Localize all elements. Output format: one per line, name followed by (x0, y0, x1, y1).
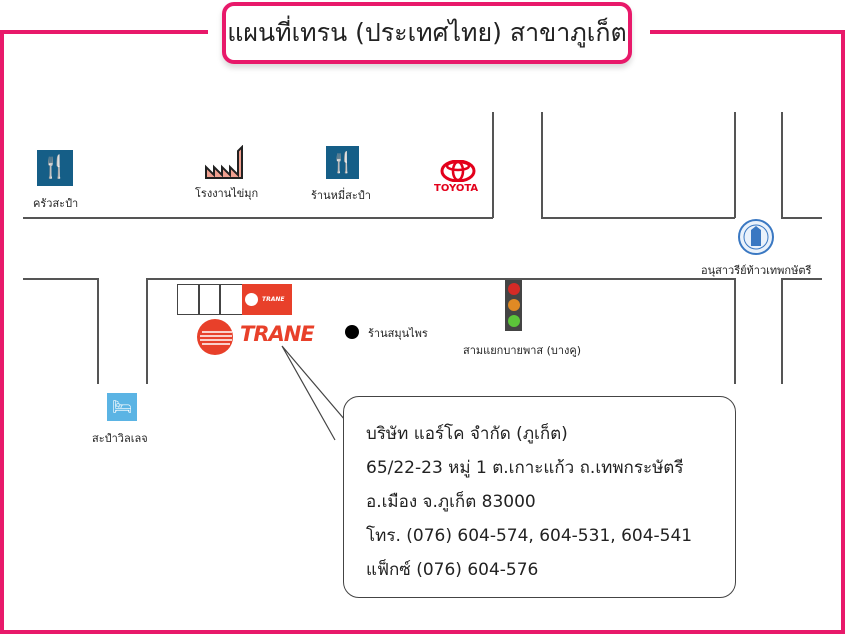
road-edge (23, 217, 493, 219)
road-edge (23, 278, 98, 280)
road-edge (734, 278, 736, 384)
road-edge (541, 217, 735, 219)
shop-unit (177, 284, 200, 315)
frame-bottom (0, 630, 845, 634)
frame-right (841, 30, 845, 634)
hotel-bed-icon: 🛏 (107, 393, 137, 421)
address-line2: อ.เมือง จ.ภูเก็ต 83000 (366, 492, 536, 512)
label-restaurant1: ครัวสะปำ (33, 197, 79, 210)
road-edge (492, 112, 494, 218)
restaurant-icon: 🍴 (37, 150, 73, 186)
restaurant-icon: 🍴 (326, 146, 359, 179)
road-edge (781, 278, 822, 280)
label-restaurant2: ร้านหมี่สะปำ (311, 189, 371, 202)
shop-unit (198, 284, 221, 315)
road-edge (781, 112, 783, 218)
page-title: แผนที่เทรน (ประเทศไทย) สาขาภูเก็ต (222, 2, 632, 64)
label-factory: โรงงานไข่มุก (195, 187, 259, 200)
address-callout: บริษัท แอร์โค จำกัด (ภูเก็ต) 65/22-23 หม… (343, 396, 736, 598)
road-edge (97, 278, 99, 384)
road-edge (146, 278, 148, 384)
label-toyota: TOYOTA (434, 183, 479, 194)
frame-top-left (0, 30, 208, 34)
road-edge (781, 278, 783, 384)
fax: แฟ็กซ์ (076) 604-576 (366, 560, 539, 580)
toyota-logo-icon (440, 160, 476, 182)
trane-small-logo-icon (245, 293, 258, 306)
factory-icon (205, 145, 243, 179)
phone: โทร. (076) 604-574, 604-531, 604-541 (366, 526, 693, 546)
road-edge (541, 112, 543, 218)
label-monument: อนุสาวรีย์ท้าวเทพกษัตรี (701, 264, 812, 277)
road-edge (781, 217, 822, 219)
label-herb-shop: ร้านสมุนไพร (368, 327, 428, 340)
monument-seal-icon (738, 219, 774, 255)
address-line1: 65/22-23 หมู่ 1 ต.เกาะแก้ว ถ.เทพกระษัตรี (366, 458, 684, 478)
frame-top-right (650, 30, 845, 34)
label-hotel: สะปำวิลเลจ (92, 432, 148, 445)
trane-wordmark: TRANE (240, 322, 315, 346)
company-name: บริษัท แอร์โค จำกัด (ภูเก็ต) (366, 424, 568, 444)
frame-left (0, 30, 4, 634)
trane-shop: TRANE (242, 284, 292, 315)
traffic-light-icon (505, 280, 522, 331)
label-intersection: สามแยกบายพาส (บางคู) (463, 344, 582, 357)
road-edge (734, 112, 736, 218)
trane-small-label: TRANE (262, 296, 285, 303)
road-edge (146, 278, 736, 280)
herb-shop-dot-icon (345, 325, 359, 339)
trane-logo-icon (197, 319, 233, 355)
